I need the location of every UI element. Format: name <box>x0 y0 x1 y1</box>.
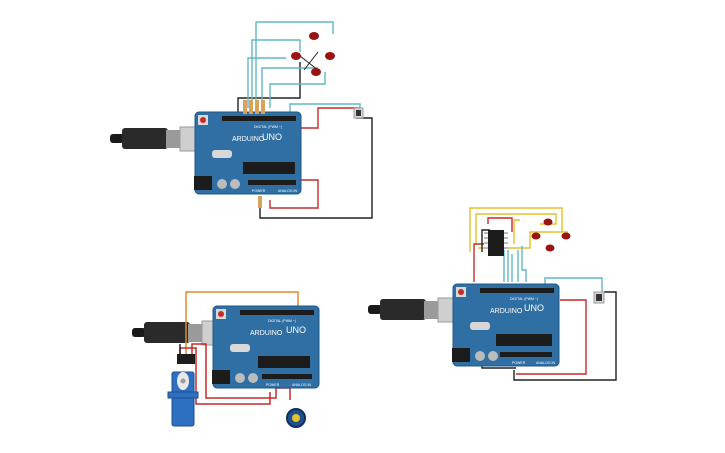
board-brand: ARDUINO <box>232 136 265 143</box>
led[interactable] <box>291 52 301 60</box>
circuit-leds-button[interactable]: ARDUINO UNO DIGITAL (PWM ~) POWER ANALOG… <box>110 21 373 219</box>
analog-label: ANALOG IN <box>278 189 298 193</box>
led[interactable] <box>311 68 321 76</box>
pushbutton[interactable] <box>593 291 605 304</box>
analog-label: ANALOG IN <box>536 361 556 365</box>
board-model: UNO <box>524 303 544 313</box>
led[interactable] <box>531 232 541 240</box>
led[interactable] <box>545 244 555 252</box>
board-brand: ARDUINO <box>250 330 283 337</box>
board-model: UNO <box>262 132 282 142</box>
power-jack <box>194 176 212 190</box>
digital-label: DIGITAL (PWM ~) <box>510 297 538 301</box>
board-brand: ARDUINO <box>490 308 523 315</box>
power-label: POWER <box>252 189 266 193</box>
analog-label: ANALOG IN <box>292 383 312 387</box>
led[interactable] <box>325 52 335 60</box>
digital-label: DIGITAL (PWM ~) <box>268 319 296 323</box>
digital-label: DIGITAL (PWM ~) <box>254 125 282 129</box>
wires <box>469 207 617 381</box>
arduino-uno[interactable]: ARDUINO UNO DIGITAL (PWM ~) POWER ANALOG… <box>212 305 320 389</box>
servo-motor[interactable] <box>167 354 199 427</box>
power-header <box>248 180 296 185</box>
ic-chip[interactable] <box>484 230 508 256</box>
digital-header <box>222 116 296 121</box>
led-cluster[interactable] <box>531 218 571 252</box>
power-label: POWER <box>266 383 280 387</box>
led[interactable] <box>309 32 319 40</box>
potentiometer[interactable] <box>286 408 306 428</box>
led[interactable] <box>543 218 553 226</box>
led-cluster[interactable] <box>291 32 335 76</box>
wires <box>237 21 373 219</box>
pushbutton[interactable] <box>353 107 364 119</box>
arduino-uno[interactable]: ARDUINO UNO DIGITAL (PWM ~) POWER ANALOG… <box>194 111 302 195</box>
led[interactable] <box>561 232 571 240</box>
circuit-shift-register[interactable]: ARDUINO UNO DIGITAL (PWM ~) POWER ANALOG… <box>368 207 617 381</box>
arduino-uno[interactable]: ARDUINO UNO DIGITAL (PWM ~) POWER ANALOG… <box>452 283 560 367</box>
resistors[interactable] <box>243 100 265 208</box>
power-label: POWER <box>512 361 526 365</box>
atmega-chip <box>243 162 295 174</box>
board-model: UNO <box>286 325 306 335</box>
circuit-servo-pot[interactable]: ARDUINO UNO DIGITAL (PWM ~) POWER ANALOG… <box>132 291 320 428</box>
